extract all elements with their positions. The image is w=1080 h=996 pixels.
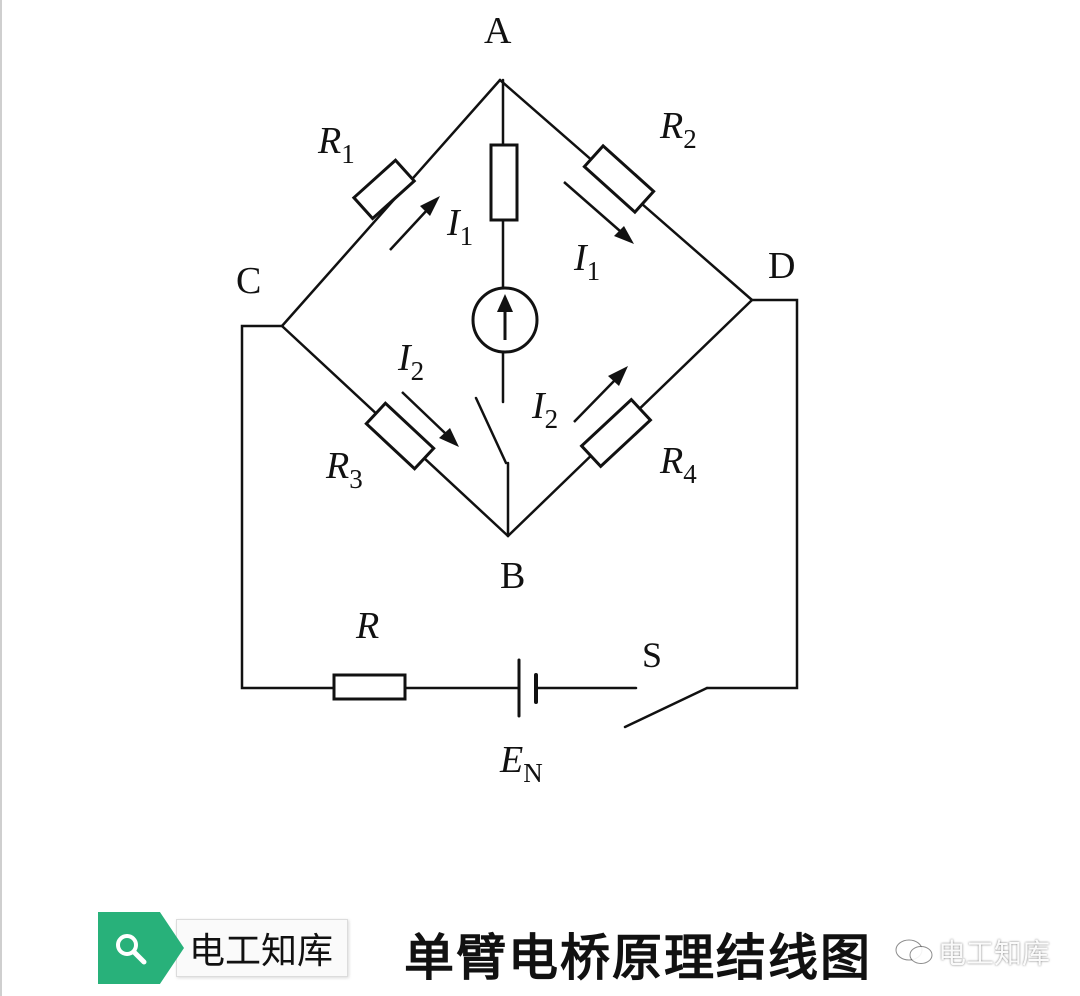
wechat-icon [895,939,933,964]
tag-box[interactable]: 电工知库 [176,919,349,977]
switch-s-blade [623,686,709,729]
resistor-r2 [582,143,656,215]
label-switch-s: S [642,635,662,675]
label-r1: R1 [317,120,355,169]
current-arrow-i1-right [563,181,621,232]
node-label-a: A [484,10,512,52]
current-arrow-i1-left [389,208,429,251]
node-label-d: D [768,245,795,287]
bridge-circuit-diagram: A C D B R1 R2 R3 R4 R I1 I1 I2 I2 S EN [236,10,799,788]
arrowhead-i1-right [614,226,634,244]
label-i2-right: I2 [531,385,558,434]
node-label-c: C [236,260,261,302]
resistor-galv-branch [489,143,519,222]
arrowhead-i2-left [439,428,459,447]
resistor-r4 [579,397,653,469]
current-arrow-i2-right [573,379,616,423]
label-r4: R4 [659,440,697,489]
resistor-r1 [351,158,417,221]
watermark-text: 电工知库 [938,937,1051,970]
label-i2-left: I2 [397,337,424,386]
resistor-r [332,673,407,701]
search-icon [116,934,147,965]
label-r2: R2 [659,105,697,154]
wire-c-outer-left [240,324,336,690]
label-r3: R3 [325,445,363,494]
label-i1-left: I1 [446,202,473,251]
search-badge[interactable] [98,912,184,984]
galvanometer-arrow [497,294,513,312]
tag-label: 电工知库 [189,931,334,972]
arrowhead-i1-left [420,196,440,216]
arrowhead-i2-right [608,366,628,386]
resistor-r3 [364,401,436,471]
galvanometer-switch-blade [474,396,508,465]
diagram-title: 单臂电桥原理结线图 [404,929,872,987]
left-border [0,0,2,996]
node-label-b: B [500,555,525,597]
caption-tag: 电工知库 [98,912,349,984]
label-r: R [355,605,379,647]
watermark: 电工知库 [894,932,1050,972]
label-source-en: EN [499,739,543,788]
label-i1-right: I1 [573,237,600,286]
wire-d-outer-right [705,298,799,690]
current-arrow-i2-left [401,391,447,435]
